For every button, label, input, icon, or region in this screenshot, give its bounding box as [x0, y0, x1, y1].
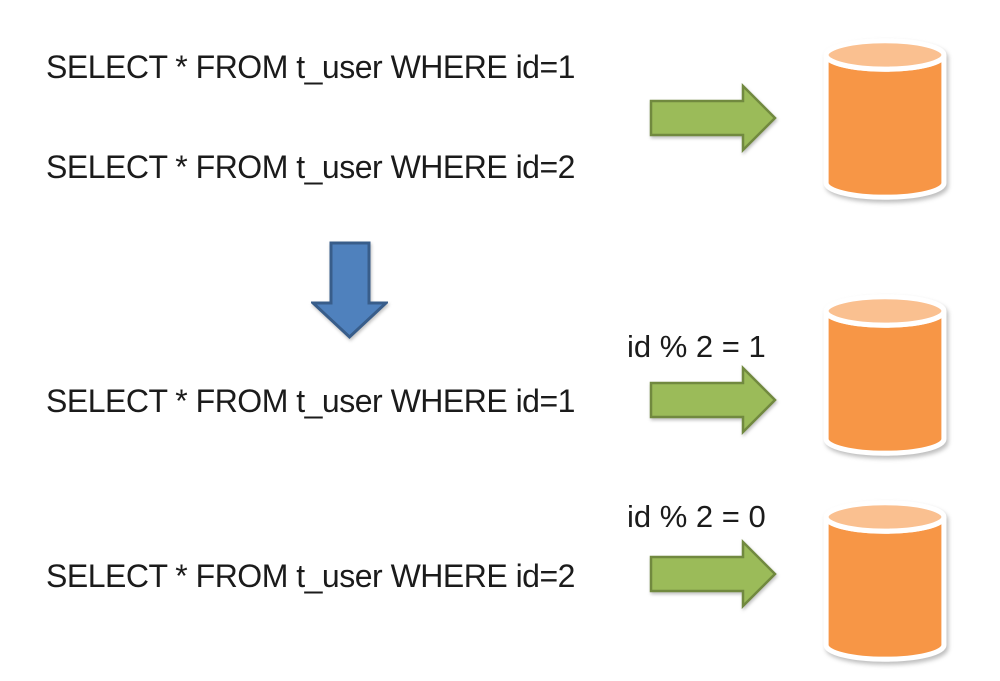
sql-query-before-1: SELECT * FROM t_user WHERE id=1: [46, 49, 575, 85]
sql-query-before-2: SELECT * FROM t_user WHERE id=2: [46, 149, 575, 185]
database-cylinder-icon: [826, 297, 944, 453]
right-arrow-icon: [649, 84, 777, 152]
sql-query-after-2: SELECT * FROM t_user WHERE id=2: [46, 558, 575, 594]
down-arrow-icon: [311, 241, 388, 339]
shard-condition-label-2: id % 2 = 0: [627, 499, 766, 534]
right-arrow-icon: [649, 540, 777, 608]
database-cylinder-icon: [826, 503, 944, 659]
database-cylinder-icon: [826, 41, 944, 197]
right-arrow-icon: [649, 366, 777, 434]
sql-query-after-1: SELECT * FROM t_user WHERE id=1: [46, 383, 575, 419]
shard-condition-label-1: id % 2 = 1: [627, 329, 766, 364]
